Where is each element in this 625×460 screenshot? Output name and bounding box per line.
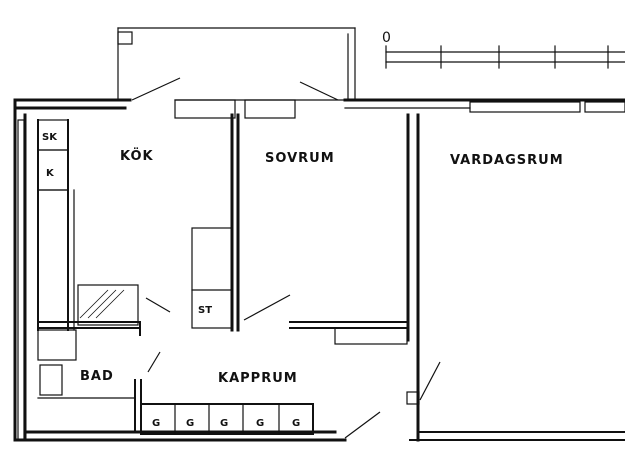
fixture-label-fridge: K <box>46 168 55 179</box>
room-label-living-room: VARDAGSRUM <box>450 153 564 168</box>
scale-bar: 0 <box>382 30 625 69</box>
room-label-kitchen: KÖK <box>120 148 154 164</box>
wardrobe-row <box>140 403 314 435</box>
outer-walls <box>13 98 625 442</box>
fixture-label-pantry: SK <box>42 132 58 143</box>
wardrobe-label: G <box>292 418 300 429</box>
storage-closet <box>191 227 233 329</box>
wardrobe-label: G <box>152 418 160 429</box>
room-label-bathroom: BAD <box>80 369 114 384</box>
room-label-hall: KAPPRUM <box>218 371 298 386</box>
balcony <box>117 27 356 101</box>
fixture-label-storage: ST <box>198 305 212 316</box>
wardrobe-label: G <box>256 418 264 429</box>
kitchen-units <box>37 119 139 326</box>
scale-zero-label: 0 <box>382 30 391 46</box>
room-label-bedroom: SOVRUM <box>265 151 335 166</box>
interior-walls <box>37 113 420 442</box>
bathroom-fixtures <box>37 329 136 399</box>
doors <box>131 77 441 439</box>
wardrobe-label: G <box>186 418 194 429</box>
wardrobe-label: G <box>220 418 228 429</box>
